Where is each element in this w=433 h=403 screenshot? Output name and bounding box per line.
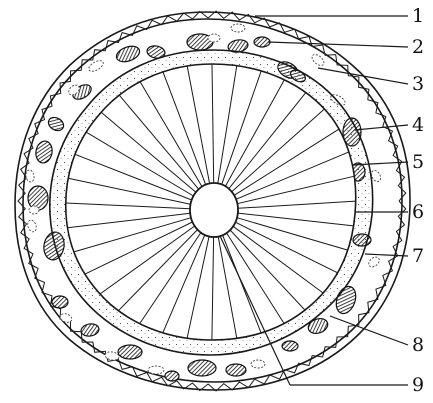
central-pith xyxy=(190,183,238,237)
dark-cell-13 xyxy=(226,364,246,376)
label-1: 1 xyxy=(412,5,424,27)
label-2: 2 xyxy=(412,36,424,58)
label-3: 3 xyxy=(412,73,424,95)
dark-cell-12 xyxy=(282,341,298,351)
dark-cell-4 xyxy=(254,37,270,47)
label-9: 9 xyxy=(412,374,424,396)
labels: 1 2 3 4 5 6 7 8 9 xyxy=(412,5,424,396)
label-4: 4 xyxy=(412,114,424,136)
label-7: 7 xyxy=(412,245,424,267)
dark-cell-16 xyxy=(118,345,142,359)
light-cell-14 xyxy=(29,206,39,214)
label-5: 5 xyxy=(412,151,424,173)
light-cell-1 xyxy=(208,34,220,42)
dark-cell-15 xyxy=(165,371,179,381)
label-6: 6 xyxy=(412,201,424,223)
dark-cell-14 xyxy=(188,360,216,376)
label-8: 8 xyxy=(412,334,424,356)
light-cell-8 xyxy=(251,360,265,368)
light-cell-9 xyxy=(148,366,164,374)
light-cell-0 xyxy=(231,24,245,32)
dark-cell-18 xyxy=(52,296,68,308)
